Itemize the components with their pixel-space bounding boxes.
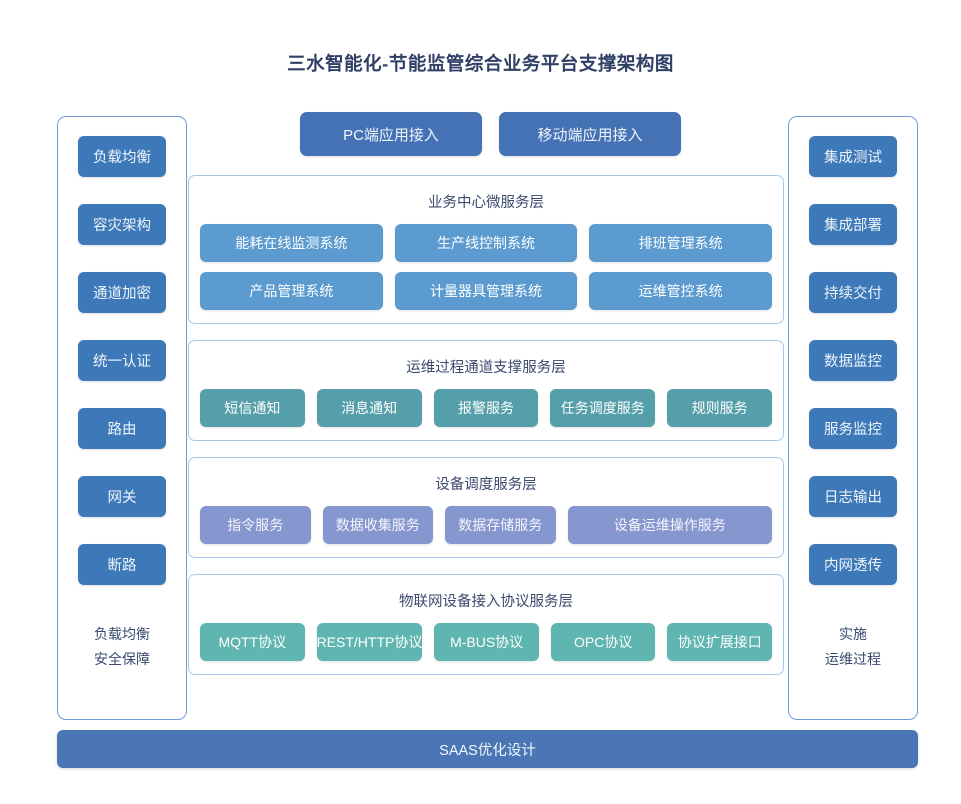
protocol-extension-interface[interactable]: 协议扩展接口 — [667, 623, 773, 661]
sidebar-item-integration-test[interactable]: 集成测试 — [809, 136, 897, 177]
service-energy-monitoring[interactable]: 能耗在线监测系统 — [200, 224, 383, 262]
sidebar-item-unified-auth[interactable]: 统一认证 — [78, 340, 166, 381]
sidebar-item-service-monitoring[interactable]: 服务监控 — [809, 408, 897, 449]
left-support-column: 负载均衡 容灾架构 通道加密 统一认证 路由 网关 断路 负载均衡 安全保障 — [57, 116, 187, 720]
service-shift-management[interactable]: 排班管理系统 — [589, 224, 773, 262]
layer-title-iot-protocol: 物联网设备接入协议服务层 — [399, 594, 573, 610]
protocol-opc[interactable]: OPC协议 — [550, 623, 656, 661]
sidebar-item-load-balance[interactable]: 负载均衡 — [78, 136, 166, 177]
right-footer-line-1: 实施 — [839, 626, 867, 642]
sidebar-item-integration-deploy[interactable]: 集成部署 — [809, 204, 897, 245]
service-sms-notification[interactable]: 短信通知 — [200, 389, 305, 427]
page-title: 三水智能化-节能监管综合业务平台支撑架构图 — [287, 53, 674, 74]
service-ops-control[interactable]: 运维管控系统 — [589, 272, 773, 310]
service-device-ops-operation[interactable]: 设备运维操作服务 — [567, 506, 772, 544]
layer-title-device-scheduling: 设备调度服务层 — [435, 477, 537, 493]
left-footer-line-2: 安全保障 — [94, 650, 150, 667]
sidebar-item-intranet-tunnel[interactable]: 内网透传 — [809, 544, 897, 585]
right-column-footer: 实施 运维过程 — [825, 622, 881, 671]
layer-device-scheduling: 设备调度服务层 指令服务 数据收集服务 数据存储服务 设备运维操作服务 — [188, 457, 784, 558]
right-footer-line-2: 运维过程 — [825, 650, 881, 667]
sidebar-item-routing[interactable]: 路由 — [78, 408, 166, 449]
sidebar-item-channel-encryption[interactable]: 通道加密 — [78, 272, 166, 313]
sidebar-item-data-monitoring[interactable]: 数据监控 — [809, 340, 897, 381]
layer-row: 指令服务 数据收集服务 数据存储服务 设备运维操作服务 — [200, 506, 772, 544]
application-access-row: PC端应用接入 移动端应用接入 — [188, 112, 784, 156]
service-command[interactable]: 指令服务 — [200, 506, 311, 544]
service-metering-device-management[interactable]: 计量器具管理系统 — [394, 272, 578, 310]
service-message-notification[interactable]: 消息通知 — [316, 389, 422, 427]
left-footer-line-1: 负载均衡 — [94, 626, 150, 642]
protocol-mqtt[interactable]: MQTT协议 — [200, 623, 305, 661]
layer-business-center-microservice: 业务中心微服务层 能耗在线监测系统 生产线控制系统 排班管理系统 产品管理系统 … — [188, 175, 784, 324]
protocol-mbus[interactable]: M-BUS协议 — [434, 623, 539, 661]
layer-row: 短信通知 消息通知 报警服务 任务调度服务 规则服务 — [200, 389, 772, 427]
service-rule-engine[interactable]: 规则服务 — [667, 389, 772, 427]
service-production-line-control[interactable]: 生产线控制系统 — [394, 224, 578, 262]
sidebar-item-disaster-recovery[interactable]: 容灾架构 — [78, 204, 166, 245]
mobile-application-access-button[interactable]: 移动端应用接入 — [499, 112, 681, 156]
protocol-rest-http[interactable]: REST/HTTP协议 — [316, 623, 423, 661]
sidebar-item-continuous-delivery[interactable]: 持续交付 — [809, 272, 897, 313]
sidebar-item-gateway[interactable]: 网关 — [78, 476, 166, 517]
service-task-scheduling[interactable]: 任务调度服务 — [550, 389, 656, 427]
sidebar-item-log-output[interactable]: 日志输出 — [809, 476, 897, 517]
main-stack: PC端应用接入 移动端应用接入 业务中心微服务层 能耗在线监测系统 生产线控制系… — [188, 112, 784, 691]
sidebar-item-circuit-breaker[interactable]: 断路 — [78, 544, 166, 585]
service-alarm[interactable]: 报警服务 — [433, 389, 539, 427]
layer-title-ops-channel-support: 运维过程通道支撑服务层 — [406, 360, 566, 376]
saas-optimization-bar[interactable]: SAAS优化设计 — [57, 730, 918, 768]
layer-iot-protocol: 物联网设备接入协议服务层 MQTT协议 REST/HTTP协议 M-BUS协议 … — [188, 574, 784, 675]
right-support-column: 集成测试 集成部署 持续交付 数据监控 服务监控 日志输出 内网透传 实施 运维… — [788, 116, 918, 720]
layer-row: 产品管理系统 计量器具管理系统 运维管控系统 — [200, 272, 773, 310]
layer-ops-channel-support: 运维过程通道支撑服务层 短信通知 消息通知 报警服务 任务调度服务 规则服务 — [188, 340, 784, 441]
layer-title-business-center: 业务中心微服务层 — [428, 195, 544, 211]
service-data-storage[interactable]: 数据存储服务 — [445, 506, 556, 544]
service-data-collection[interactable]: 数据收集服务 — [322, 506, 434, 544]
service-product-management[interactable]: 产品管理系统 — [200, 272, 383, 310]
layer-row: 能耗在线监测系统 生产线控制系统 排班管理系统 — [200, 224, 773, 262]
layer-row: MQTT协议 REST/HTTP协议 M-BUS协议 OPC协议 协议扩展接口 — [200, 623, 773, 661]
pc-application-access-button[interactable]: PC端应用接入 — [300, 112, 482, 156]
left-column-footer: 负载均衡 安全保障 — [94, 622, 150, 671]
